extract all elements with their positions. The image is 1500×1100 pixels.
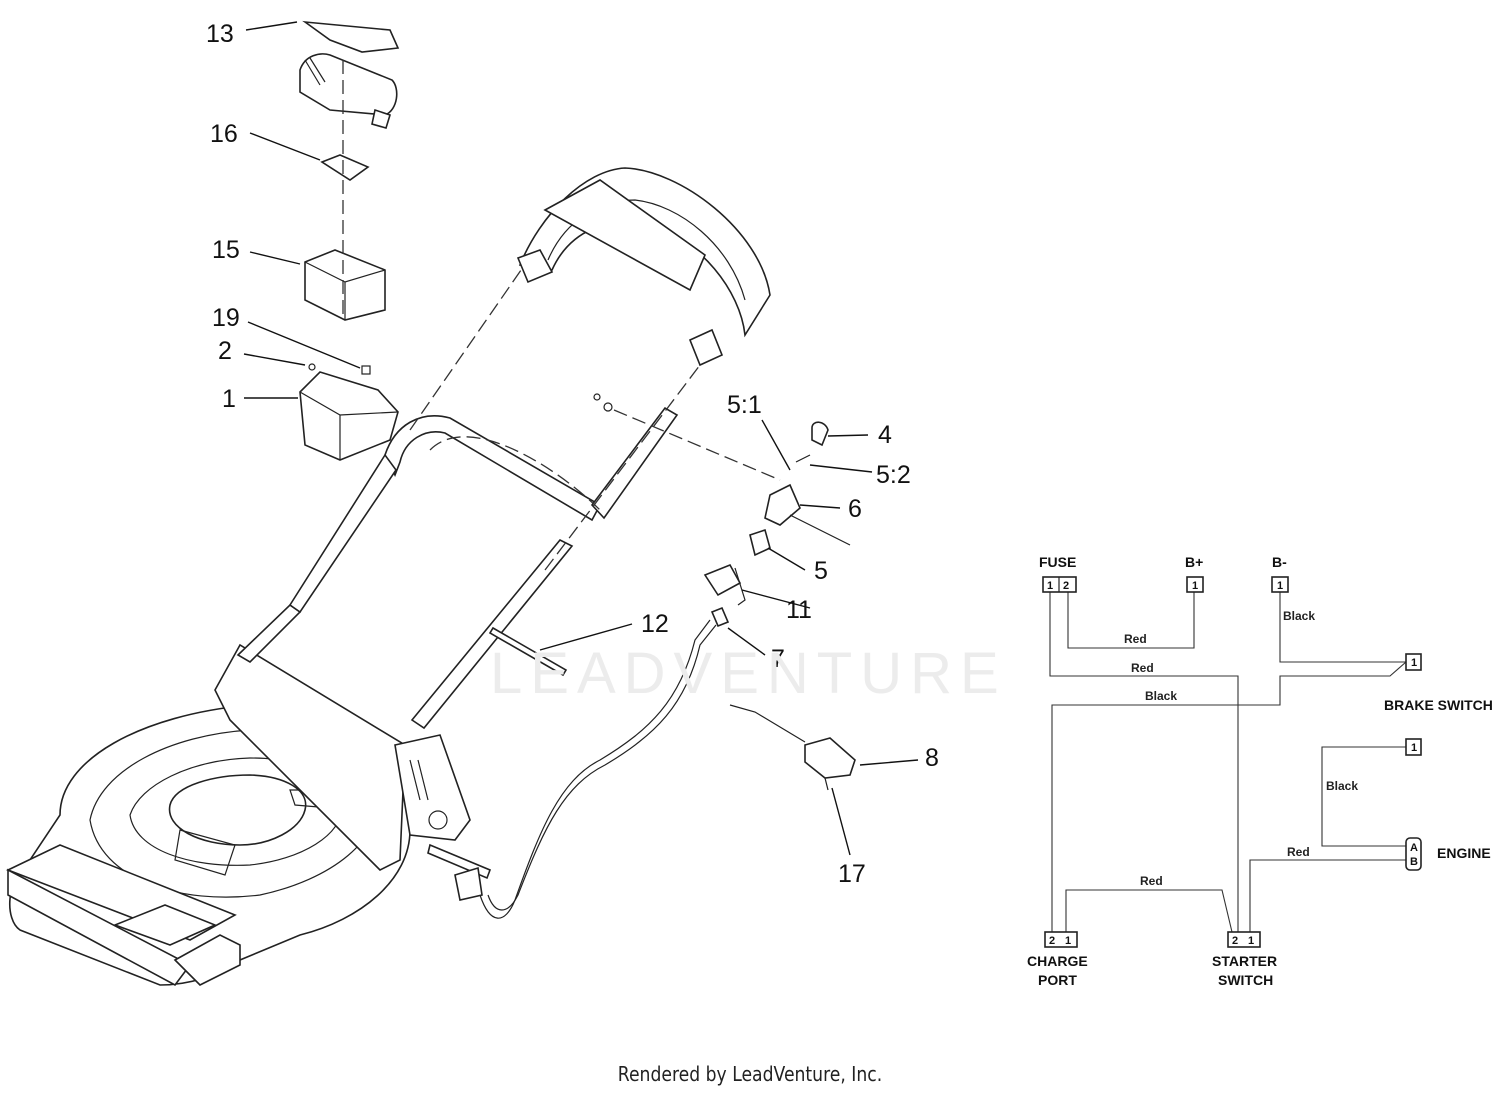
pin-starter-2: 2 [1232,935,1238,947]
pin-engine-a: A [1410,842,1418,854]
pin-bplus-1: 1 [1192,580,1198,592]
fuse-holder [703,563,742,597]
label-brake-switch: BRAKE SWITCH [1384,697,1493,713]
callout-5-1: 5:1 [727,391,762,419]
wire-engine-starter [1249,859,1406,932]
callout-13: 13 [206,20,234,48]
wire-label-charge-starter: Red [1140,874,1163,888]
wire-engine1 [1321,746,1406,847]
pin-charge-1: 1 [1065,935,1071,947]
label-bplus: B+ [1185,554,1203,570]
callout-15: 15 [212,236,240,264]
label-engine: ENGINE [1437,845,1491,861]
callout-2: 2 [218,337,232,365]
callout-17: 17 [838,860,866,888]
wire-bminus-brake [1279,592,1406,663]
battery-lid [299,53,398,116]
label-starter-line2: SWITCH [1218,972,1273,988]
callout-1: 1 [222,385,236,413]
footer-credit: Rendered by LeadVenture, Inc. [617,1062,883,1086]
label-fuse: FUSE [1039,554,1076,570]
callout-12: 12 [641,610,669,638]
leader-lines [243,21,919,856]
electrical-components [703,421,856,791]
wire-charge-starter [1065,889,1233,933]
wire-brake-charge [1051,661,1407,932]
label-bminus: B- [1272,554,1287,570]
label-charge-port-line2: PORT [1038,972,1077,988]
pin-brake-1: 1 [1411,657,1417,669]
wire-label-fuse-starter: Red [1131,661,1154,675]
callout-11: 11 [786,596,812,624]
wire-label-brake-charge: Black [1145,689,1177,703]
pin-starter-1: 1 [1248,935,1254,947]
key-switch [764,483,801,526]
callout-5: 5 [814,557,828,585]
pin-fuse-2: 2 [1063,580,1069,592]
wire-label-fuse-bplus: Red [1124,632,1147,646]
battery-components [299,20,400,461]
label-starter-line1: STARTER [1212,953,1277,969]
wire-label-bminus-brake: Black [1283,609,1315,623]
callout-5-2: 5:2 [876,461,911,489]
pin-fuse-1: 1 [1047,580,1053,592]
callout-labels: 13 16 15 19 2 1 5:1 4 5:2 6 5 11 12 7 8 … [206,20,939,888]
wiring-schematic: 1 2 1 1 1 1 A B 2 1 2 1 Red Red Black Bl… [1027,554,1493,988]
label-charge-port-line1: CHARGE [1027,953,1088,969]
pin-charge-2: 2 [1049,935,1055,947]
battery-tray [299,371,399,461]
wire-fuse-bplus [1067,592,1195,649]
callout-6: 6 [848,495,862,523]
callout-8: 8 [925,744,939,772]
wire-label-engine1: Black [1326,779,1358,793]
callout-4: 4 [878,421,892,449]
charger [804,737,856,779]
pad [320,154,370,181]
callout-19: 19 [212,304,240,332]
pin-bminus-1: 1 [1277,580,1283,592]
pin-engine-b: B [1410,856,1418,868]
mower-illustration [5,167,781,987]
callout-7: 7 [771,645,785,673]
wire-fuse-starter [1049,592,1239,932]
wire-label-engine-starter: Red [1287,845,1310,859]
pin-engine-1: 1 [1411,742,1417,754]
decal-label [302,20,400,53]
callout-16: 16 [210,120,238,148]
